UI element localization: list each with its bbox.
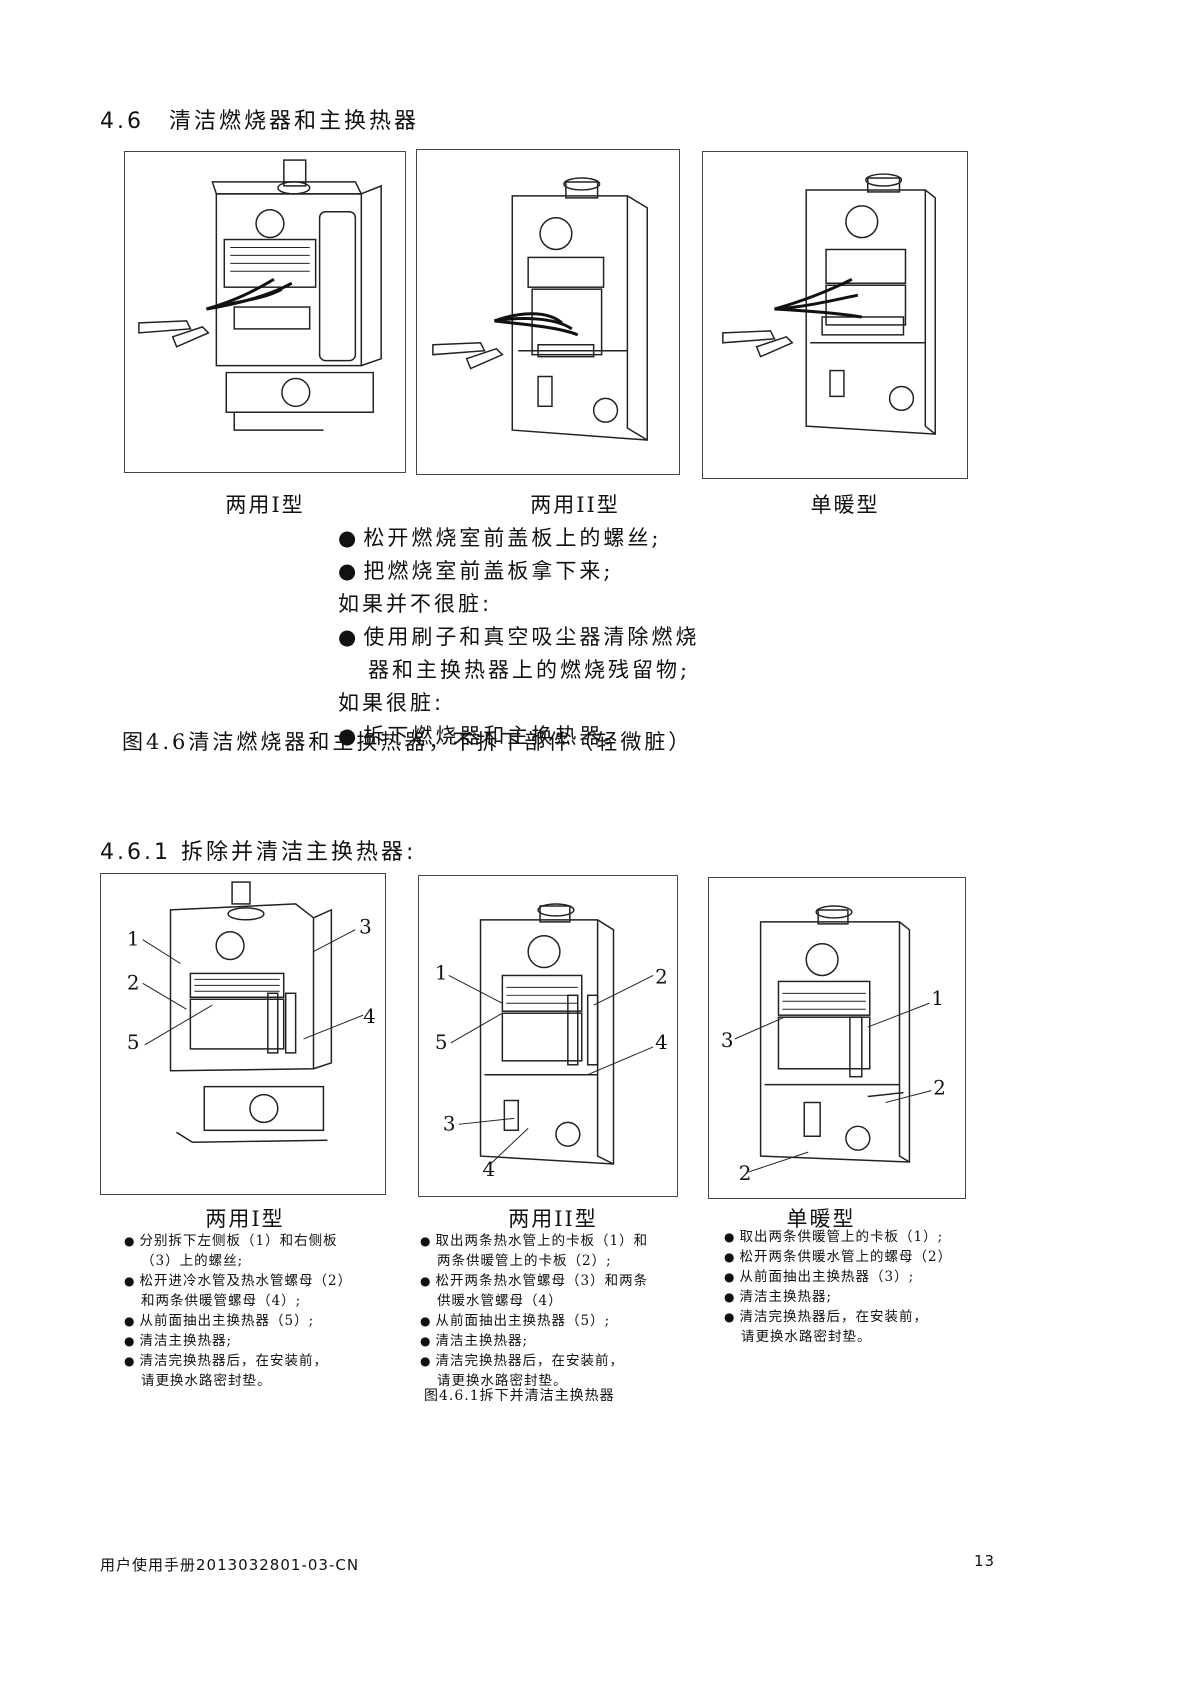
- step-condition: 如果很脏:: [338, 691, 445, 715]
- callout-label: 2: [127, 971, 140, 994]
- section-title-4-6: 4.6 清洁燃烧器和主换热器: [100, 109, 419, 134]
- caption-dual-ii: 两用II型: [530, 493, 620, 517]
- callout-label: 5: [127, 1031, 140, 1054]
- figure-caption-4-6-1: 图4.6.1拆下并清洁主换热器: [424, 1388, 615, 1404]
- callout-label: 1: [931, 987, 944, 1010]
- step-item: 清洁完换热器后，在安装前，: [724, 1307, 1014, 1327]
- cleaning-steps: 松开燃烧室前盖板上的螺丝; 把燃烧室前盖板拿下来; 如果并不很脏: 使用刷子和真…: [338, 522, 758, 753]
- step-item-continued: （3）上的螺丝;: [141, 1253, 244, 1269]
- step-item: 取出两条供暖管上的卡板（1）;: [724, 1227, 1014, 1247]
- step-item-continued: 请更换水路密封垫。: [741, 1329, 872, 1345]
- caption-dual-ii-bottom: 两用II型: [508, 1207, 598, 1231]
- step-item: 清洁主换热器;: [724, 1287, 1014, 1307]
- step-item-continued: 请更换水路密封垫。: [437, 1373, 568, 1389]
- step-item: 清洁主换热器;: [124, 1331, 404, 1351]
- step-item: 分别拆下左侧板（1）和右侧板: [124, 1231, 404, 1251]
- step-item-continued: 和两条供暖管螺母（4）;: [141, 1293, 302, 1309]
- callout-label: 4: [483, 1158, 496, 1181]
- boiler-dual-i-illustration: [138, 159, 382, 431]
- step-item-continued: 请更换水路密封垫。: [141, 1373, 272, 1389]
- callout-label: 2: [655, 965, 668, 988]
- step-item: 取出两条热水管上的卡板（1）和: [420, 1231, 700, 1251]
- step-item: 松开进冷水管及热水管螺母（2）: [124, 1271, 404, 1291]
- step-item: 拆下燃烧器和主换热器。: [338, 720, 758, 753]
- callout-label: 1: [127, 928, 140, 951]
- manual-id: 用户使用手册2013032801-03-CN: [100, 1556, 360, 1574]
- section-title-4-6-1: 4.6.1 拆除并清洁主换热器:: [100, 840, 417, 865]
- boiler-dual-i-exploded-illustration: 1 2 5 3 4: [127, 881, 376, 1143]
- step-item: 松开燃烧室前盖板上的螺丝;: [338, 522, 758, 555]
- step-item: 从前面抽出主换热器（3）;: [724, 1267, 1014, 1287]
- step-condition: 如果并不很脏:: [338, 592, 493, 616]
- callout-label: 3: [721, 1029, 734, 1052]
- callout-label: 2: [933, 1077, 946, 1100]
- boiler-heating-only-illustration: [722, 173, 936, 435]
- caption-dual-i: 两用I型: [225, 493, 305, 517]
- boiler-dual-ii-exploded-illustration: 1 5 3 4 2 4: [435, 903, 668, 1181]
- step-item: 松开两条热水管螺母（3）和两条: [420, 1271, 700, 1291]
- steps-dual-ii: 取出两条热水管上的卡板（1）和 两条供暖管上的卡板（2）; 松开两条热水管螺母（…: [420, 1231, 700, 1391]
- figure-heating-only-bottom: 3 1 2 2: [708, 877, 966, 1199]
- callout-label: 4: [655, 1031, 668, 1054]
- caption-dual-i-bottom: 两用I型: [205, 1207, 285, 1231]
- step-item: 从前面抽出主换热器（5）;: [124, 1311, 404, 1331]
- boiler-heating-only-exploded-illustration: 3 1 2 2: [721, 905, 946, 1185]
- callout-label: 3: [443, 1112, 456, 1135]
- step-item-continued: 两条供暖管上的卡板（2）;: [437, 1253, 612, 1269]
- step-item: 从前面抽出主换热器（5）;: [420, 1311, 700, 1331]
- callout-label: 1: [435, 961, 448, 984]
- step-item: 清洁完换热器后，在安装前，: [420, 1351, 700, 1371]
- callout-label: 5: [435, 1031, 448, 1054]
- callout-label: 4: [363, 1005, 376, 1028]
- figure-dual-i-top: [124, 151, 406, 473]
- callout-label: 3: [359, 916, 372, 939]
- figure-caption-4-6: 图4.6清洁燃烧器和主换热器，不拆下部件（轻微脏）: [122, 730, 693, 754]
- caption-heating-only: 单暖型: [810, 493, 880, 517]
- step-item: 把燃烧室前盖板拿下来;: [338, 555, 758, 588]
- step-item-continued: 供暖水管螺母（4）: [437, 1293, 563, 1309]
- step-item-continued: 器和主换热器上的燃烧残留物;: [368, 658, 691, 682]
- step-item: 松开两条供暖水管上的螺母（2）: [724, 1247, 1014, 1267]
- steps-dual-i: 分别拆下左侧板（1）和右侧板 （3）上的螺丝; 松开进冷水管及热水管螺母（2） …: [124, 1231, 404, 1391]
- figure-heating-only-top: [702, 151, 968, 479]
- figure-dual-ii-top: [416, 149, 680, 475]
- step-item: 使用刷子和真空吸尘器清除燃烧: [338, 621, 758, 654]
- page-number: 13: [974, 1552, 996, 1570]
- steps-heating-only: 取出两条供暖管上的卡板（1）; 松开两条供暖水管上的螺母（2） 从前面抽出主换热…: [724, 1227, 1014, 1347]
- figure-dual-i-bottom: 1 2 5 3 4: [100, 873, 386, 1195]
- step-item: 清洁完换热器后，在安装前，: [124, 1351, 404, 1371]
- boiler-dual-ii-illustration: [432, 177, 648, 441]
- step-item: 清洁主换热器;: [420, 1331, 700, 1351]
- callout-label: 2: [739, 1162, 752, 1185]
- figure-dual-ii-bottom: 1 5 3 4 2 4: [418, 875, 678, 1197]
